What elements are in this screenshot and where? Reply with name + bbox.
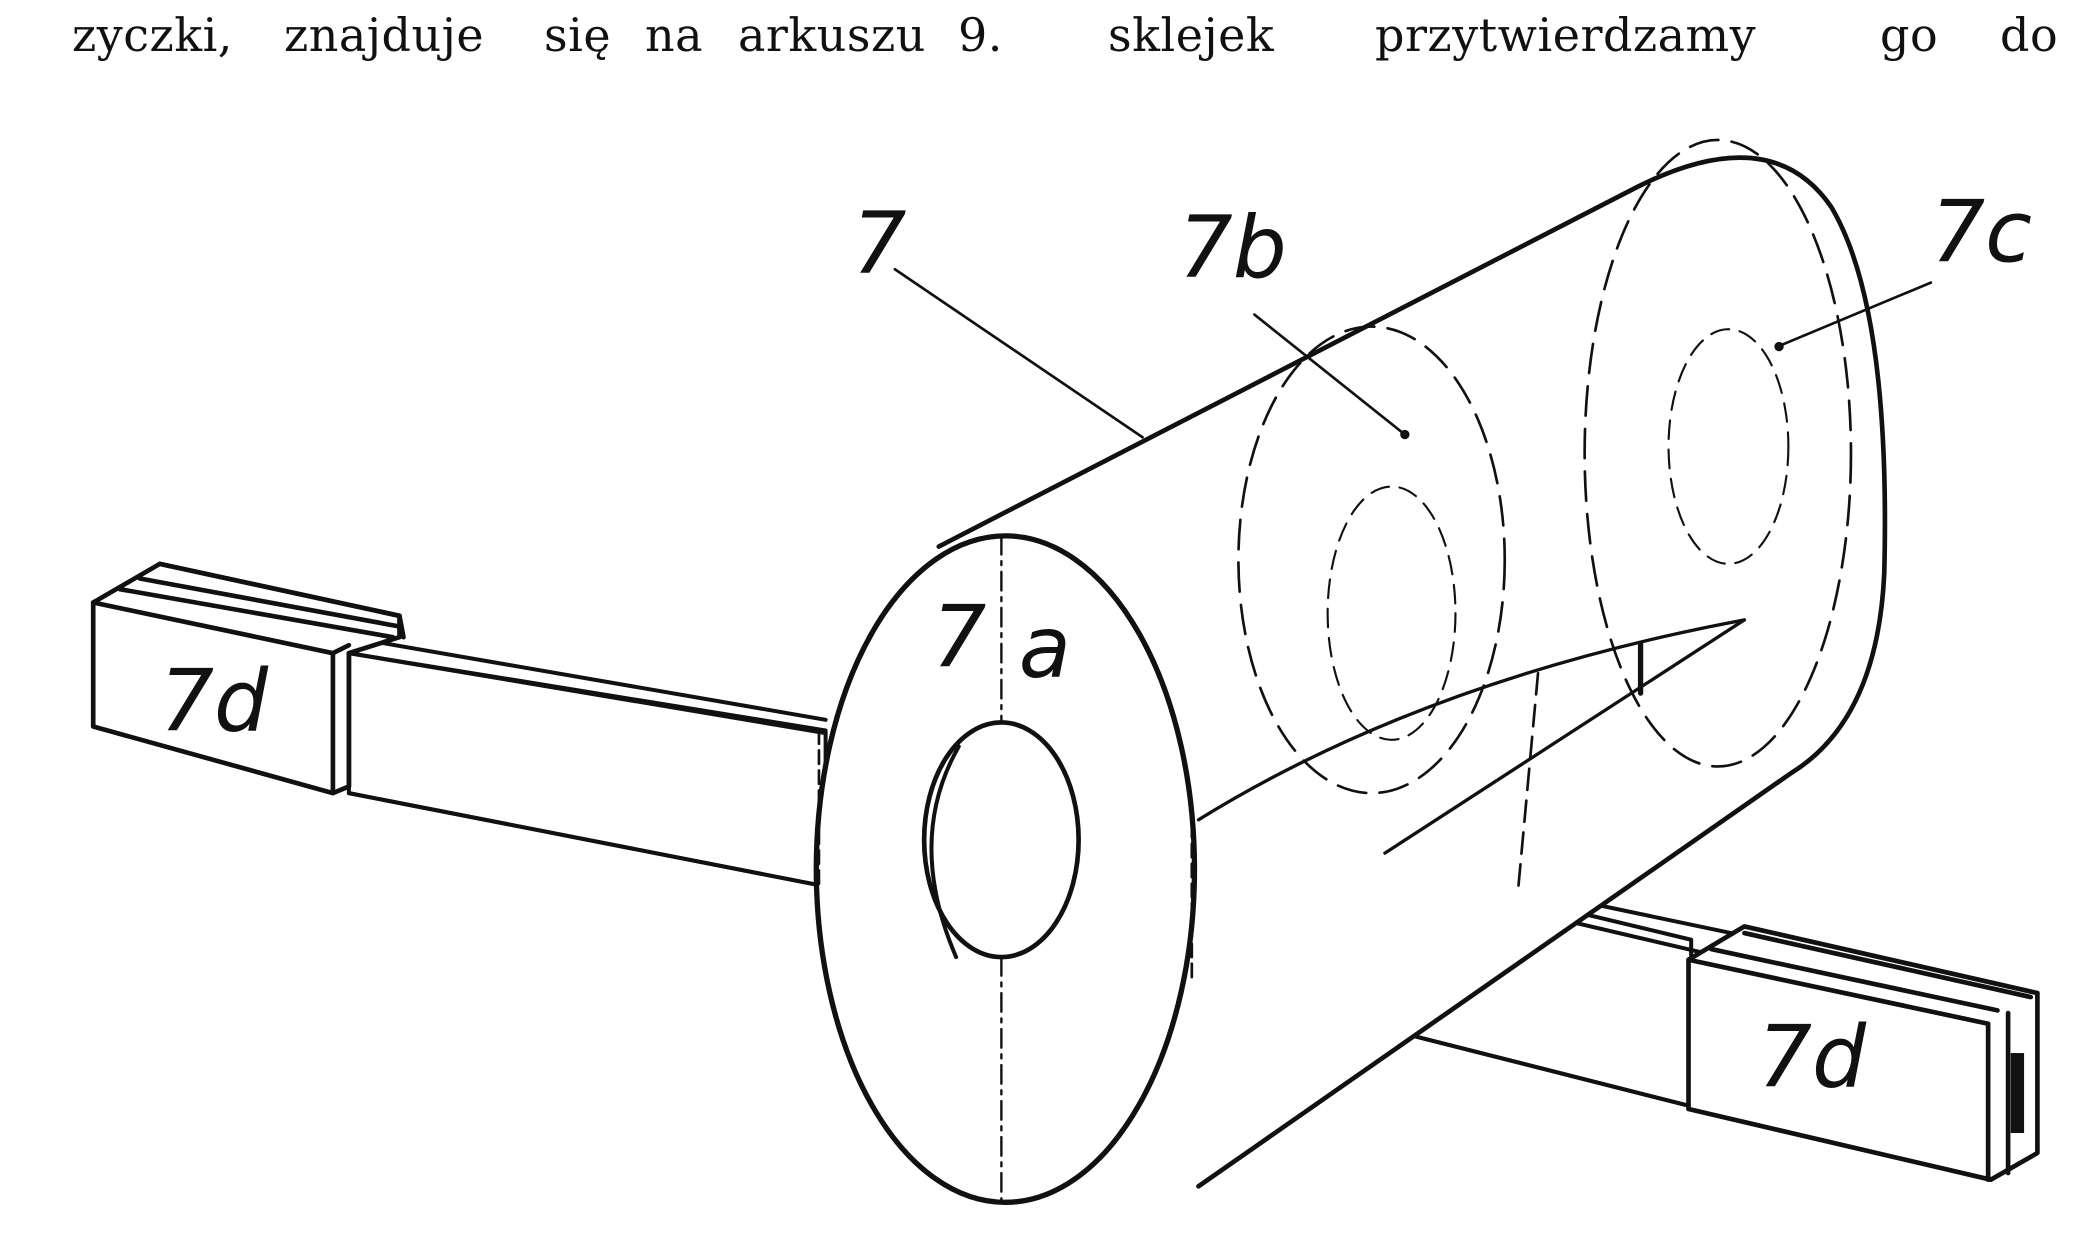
right-block-7d — [1686, 924, 2040, 1183]
word-5: arkuszu — [738, 8, 926, 62]
body-text-line: zyczki, znajduje się na arkuszu 9. sklej… — [0, 0, 2088, 80]
left-beam — [346, 635, 828, 889]
front-ring-7a — [813, 533, 1198, 1206]
left-block-7d — [90, 561, 406, 796]
word-7: sklejek — [1108, 8, 1275, 62]
leader-lines — [893, 267, 1933, 439]
label-7a-number: 7 — [932, 588, 986, 687]
label-7c: 7c — [1931, 183, 2032, 282]
label-7b: 7b — [1178, 199, 1286, 298]
word-2: znajduje — [284, 8, 485, 62]
label-7a-letter: a — [1019, 599, 1071, 698]
word-8: przytwierdzamy — [1375, 8, 1757, 62]
word-4: na — [645, 8, 704, 62]
word-10: do — [2000, 8, 2059, 62]
label-7d-left: 7d — [160, 652, 269, 751]
label-7: 7 — [852, 195, 906, 294]
word-9: go — [1880, 8, 1939, 62]
word-3: się — [544, 8, 612, 62]
word-1: zyczki, — [72, 8, 233, 62]
word-6: 9. — [958, 8, 1003, 62]
label-7d-right: 7d — [1758, 1008, 1867, 1107]
